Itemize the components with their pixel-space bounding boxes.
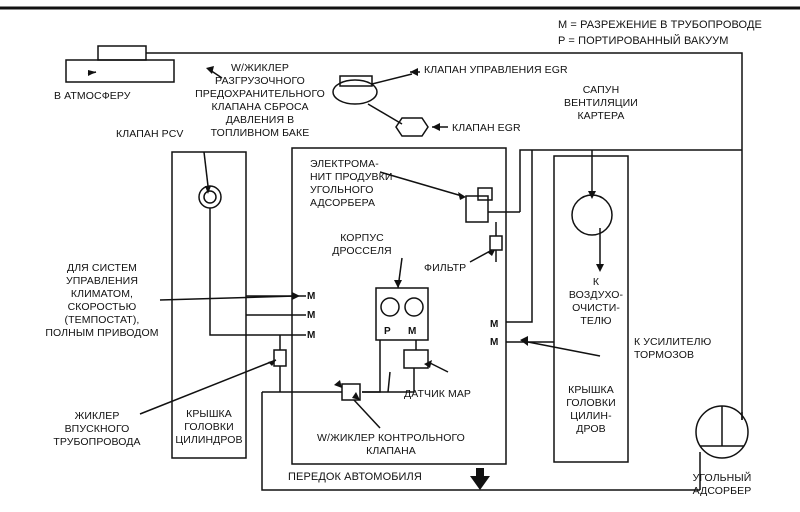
map-sensor xyxy=(403,349,429,369)
throttle-bore-left xyxy=(380,297,400,317)
filter xyxy=(489,235,503,251)
egr-control-arrow xyxy=(410,68,418,76)
atmosphere-arrow xyxy=(88,70,96,76)
crankcase-line xyxy=(506,150,533,323)
solenoid-arrow xyxy=(458,192,466,200)
label-pcv-valve: КЛАПАН PCV xyxy=(116,128,184,140)
port-p-throttle: P xyxy=(384,326,391,337)
pcv-line xyxy=(209,208,306,336)
climate-arrow xyxy=(292,292,300,300)
port-m-throttle: M xyxy=(408,326,417,337)
label-head-cover-right: КРЫШКА ГОЛОВКИ ЦИЛИН- ДРОВ xyxy=(566,384,616,435)
purge-line-upper xyxy=(519,149,742,212)
label-vehicle-front: ПЕРЕДОК АВТОМОБИЛЯ xyxy=(288,471,422,483)
control-jet-arrow xyxy=(352,392,360,400)
port-m-left-1: M xyxy=(307,291,316,302)
throttle-body xyxy=(375,287,429,341)
label-to-air-cleaner: К ВОЗДУХО- ОЧИСТИ- ТЕЛЮ xyxy=(568,276,624,327)
map-arrow xyxy=(424,360,432,368)
atmosphere-vent-fitting xyxy=(97,45,147,61)
label-egr-control-valve: КЛАПАН УПРАВЛЕНИЯ EGR xyxy=(424,64,568,76)
canister-purge-line xyxy=(261,392,700,491)
canister-purge-solenoid xyxy=(465,195,489,223)
pcv-arrow xyxy=(205,186,211,194)
label-relief-jet: W/ЖИКЛЕР РАЗГРУЗОЧНОГО ПРЕДОХРАНИТЕЛЬНОГ… xyxy=(195,62,325,139)
label-to-brake-booster: К УСИЛИТЕЛЮ ТОРМОЗОВ xyxy=(634,336,712,361)
port-m-right-2: M xyxy=(490,337,499,348)
port-m-left-3: M xyxy=(307,330,316,341)
label-canister-purge-solenoid: ЭЛЕКТРОМА- НИТ ПРОДУВКИ УГОЛЬНОГО АДСОРБ… xyxy=(310,158,393,209)
manifold-jet-arrow xyxy=(268,360,276,366)
breather-arrow xyxy=(588,191,596,199)
label-head-cover-left: КРЫШКА ГОЛОВКИ ЦИЛИНДРОВ xyxy=(175,408,243,446)
egr-control-valve-cap xyxy=(339,75,373,87)
label-to-atmosphere: В АТМОСФЕРУ xyxy=(54,90,131,102)
head-cover-right-box xyxy=(553,155,629,463)
egr-control-valve xyxy=(332,79,378,105)
purge-solenoid-connector xyxy=(477,187,493,201)
air-cleaner-arrow xyxy=(596,264,604,272)
jet-arrow-2 xyxy=(334,380,342,388)
label-map-sensor: ДАТЧИК MAP xyxy=(404,388,472,400)
port-m-right-1: M xyxy=(490,319,499,330)
pcv-valve-outer xyxy=(198,185,222,209)
front-arrow-stem xyxy=(476,468,484,476)
legend-p: P = ПОРТИРОВАННЫЙ ВАКУУМ xyxy=(558,35,729,47)
throttle-to-jet-line xyxy=(362,340,381,393)
label-filter: ФИЛЬТР xyxy=(424,262,467,274)
intake-manifold-box xyxy=(291,147,507,465)
throttle-arrow xyxy=(394,280,402,288)
label-control-valve-jet: W/ЖИКЛЕР КОНТРОЛЬНОГО КЛАПАНА xyxy=(317,432,465,457)
label-intake-manifold-jet: ЖИКЛЕР ВПУСКНОГО ТРУБОПРОВОДА xyxy=(53,410,141,448)
filter-arrow xyxy=(487,250,495,256)
relief-jet-arrow xyxy=(206,66,214,74)
front-arrow xyxy=(470,476,490,490)
label-egr-valve: КЛАПАН EGR xyxy=(452,122,521,134)
label-throttle-body: КОРПУС ДРОССЕЛЯ xyxy=(332,232,392,257)
pcv-valve-inner xyxy=(203,190,217,204)
canister-vent-line xyxy=(160,52,743,420)
atmosphere-vent-body xyxy=(65,59,175,83)
label-charcoal-canister: УГОЛЬНЫЙ АДСОРБЕР xyxy=(692,472,752,497)
label-climate-systems: ДЛЯ СИСТЕМ УПРАВЛЕНИЯ КЛИМАТОМ, СКОРОСТЬ… xyxy=(45,262,159,339)
label-crankcase-vent: САПУН ВЕНТИЛЯЦИИ КАРТЕРА xyxy=(564,84,638,122)
egr-valve-arrow xyxy=(432,123,440,131)
throttle-bore-right xyxy=(404,297,424,317)
intake-manifold-jet xyxy=(273,349,287,367)
head-cover-left-box xyxy=(171,151,247,459)
crankcase-breather xyxy=(571,194,613,236)
egr-valve xyxy=(395,117,429,137)
port-m-left-2: M xyxy=(307,310,316,321)
legend-m: M = РАЗРЕЖЕНИЕ В ТРУБОПРОВОДЕ xyxy=(558,19,762,31)
brake-booster-arrow xyxy=(520,336,528,346)
